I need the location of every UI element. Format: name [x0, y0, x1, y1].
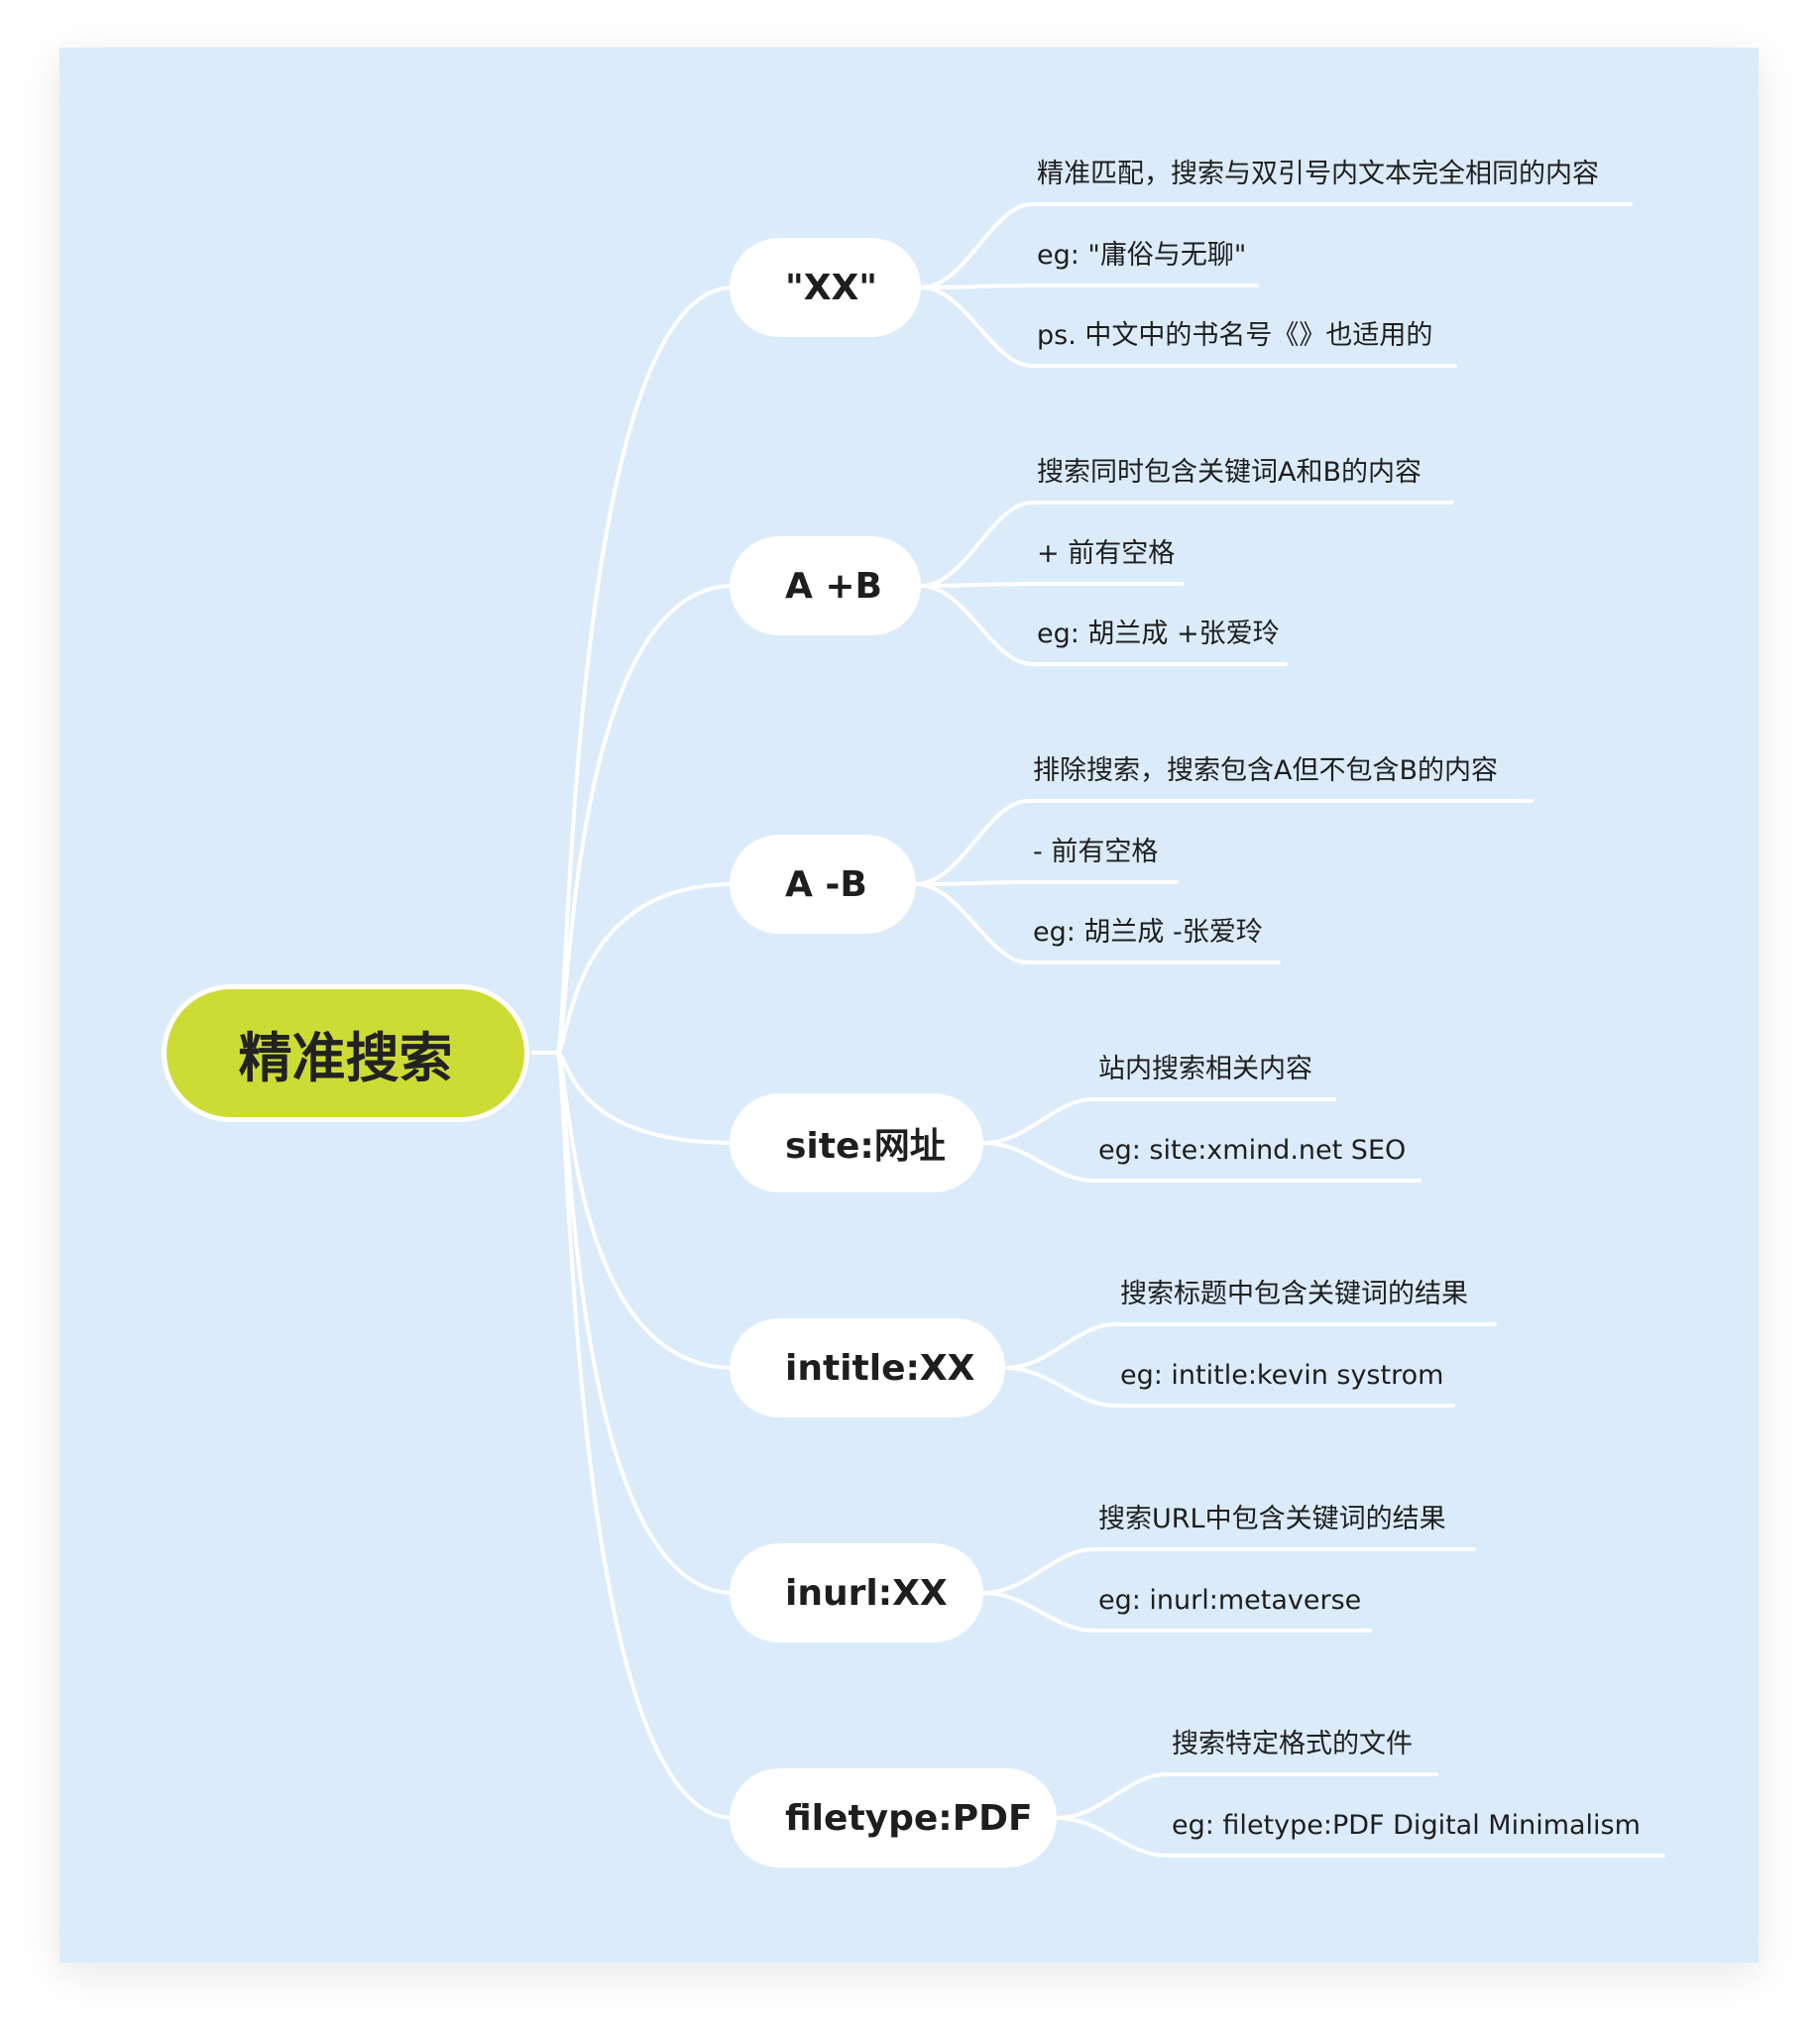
subtopic-item[interactable]: eg: "庸俗与无聊" [1037, 240, 1247, 271]
subtopic-item[interactable]: - 前有空格 [1033, 837, 1159, 867]
topic-label: A +B [785, 565, 882, 607]
subtopic-connector [1055, 1772, 1438, 1820]
central-topic-label: 精准搜索 [238, 1027, 453, 1089]
subtopic-connector [919, 285, 1457, 368]
topic-intitle[interactable]: intitle:XX [730, 1318, 1005, 1417]
subtopic-item[interactable]: 搜索特定格式的文件 [1172, 1729, 1413, 1759]
topic-label: inurl:XX [785, 1572, 948, 1614]
subtopic-item[interactable]: ps. 中文中的书名号《》也适用的 [1037, 320, 1433, 351]
subtopic-connector [981, 1097, 1336, 1145]
subtopic-item[interactable]: eg: 胡兰成 -张爱玲 [1033, 917, 1263, 948]
subtopic-item[interactable]: eg: inurl:metaverse [1098, 1585, 1362, 1616]
subtopic-connector [914, 799, 1534, 886]
topic-exclude-operator[interactable]: A -B [730, 835, 916, 934]
topic-label: site:网址 [785, 1126, 946, 1167]
subtopic-item[interactable]: eg: site:xmind.net SEO [1098, 1135, 1407, 1166]
subtopic-item[interactable]: + 前有空格 [1037, 538, 1176, 569]
subtopic-item[interactable]: 精准匹配，搜索与双引号内文本完全相同的内容 [1037, 159, 1599, 189]
subtopic-connector [1003, 1322, 1497, 1370]
topic-label: intitle:XX [785, 1347, 975, 1389]
subtopic-connector [919, 501, 1454, 588]
branch-connector [531, 1051, 736, 1820]
topic-and-operator[interactable]: A +B [730, 536, 921, 635]
topic-site[interactable]: site:网址 [730, 1093, 983, 1192]
topic-inurl[interactable]: inurl:XX [730, 1543, 983, 1642]
subtopic-item[interactable]: 搜索同时包含关键词A和B的内容 [1037, 457, 1422, 488]
branch-connector [531, 285, 736, 1055]
subtopic-item[interactable]: 排除搜索，搜索包含A但不包含B的内容 [1033, 755, 1498, 786]
subtopic-item[interactable]: eg: intitle:kevin systrom [1120, 1360, 1444, 1391]
subtopic-item[interactable]: eg: 胡兰成 +张爱玲 [1037, 619, 1280, 649]
central-topic[interactable]: 精准搜索 [162, 984, 529, 1122]
subtopic-connector [914, 880, 1179, 886]
subtopic-item[interactable]: eg: filetype:PDF Digital Minimalism [1172, 1810, 1641, 1841]
subtopic-item[interactable]: 站内搜索相关内容 [1098, 1054, 1312, 1084]
subtopic-connector [1055, 1816, 1665, 1858]
topic-exact-match[interactable]: "XX" [730, 238, 921, 337]
subtopic-item[interactable]: 搜索标题中包含关键词的结果 [1120, 1279, 1468, 1309]
subtopic-item[interactable]: 搜索URL中包含关键词的结果 [1098, 1504, 1446, 1534]
subtopic-connector [919, 582, 1185, 588]
subtopic-connector [1003, 1366, 1455, 1408]
subtopic-connector [981, 1591, 1372, 1633]
subtopic-connector [919, 283, 1259, 289]
subtopic-connector [919, 584, 1288, 666]
subtopic-connector [914, 882, 1281, 964]
branch-connector [531, 882, 736, 1055]
subtopic-connector [981, 1141, 1422, 1183]
topic-label: A -B [785, 863, 867, 905]
subtopic-connector [919, 202, 1633, 289]
subtopic-connector [981, 1547, 1476, 1595]
topic-filetype[interactable]: filetype:PDF [730, 1768, 1057, 1867]
topic-label: "XX" [785, 267, 878, 308]
branch-connector [531, 584, 736, 1055]
topic-label: filetype:PDF [785, 1797, 1033, 1839]
